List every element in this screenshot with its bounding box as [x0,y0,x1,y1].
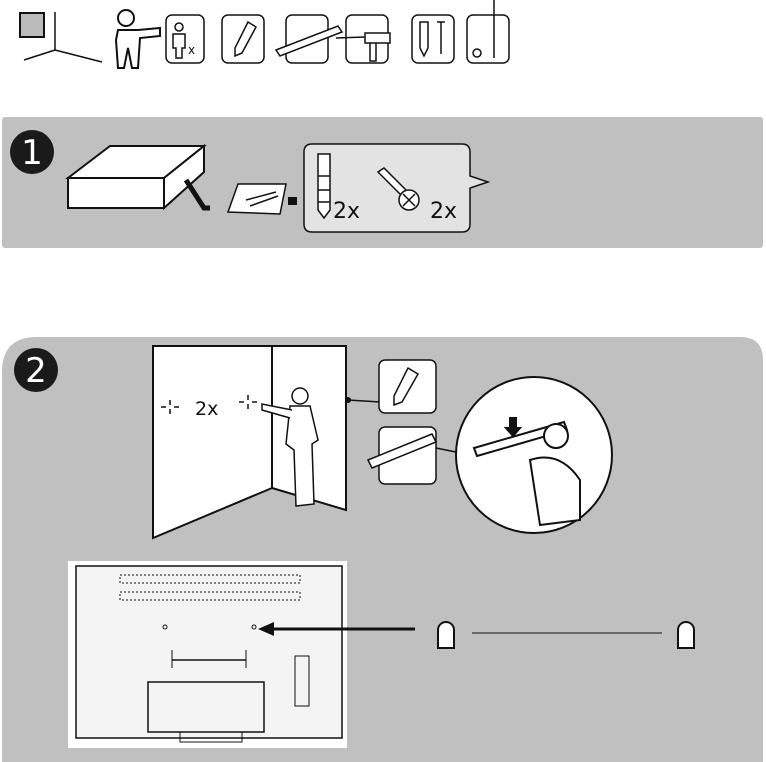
drill-icon [335,14,391,64]
persons-count-label: x [188,43,195,57]
person-icon [114,9,161,69]
wall-corner-icon [19,12,103,63]
tools-row: x [19,0,510,69]
two-persons-icon [165,14,205,64]
wall-icon [152,345,347,540]
screw-icon [376,167,420,211]
arrow-to-mount-holes [258,622,415,636]
pointer-dot [345,397,351,403]
spirit-level-icon-step2 [366,426,438,485]
plug-count: 2x [333,199,360,224]
person-marking-wall [261,387,319,507]
pencil-icon-step2 [378,359,437,414]
drill-mark-icons [161,395,257,414]
pointer-line-2 [435,447,457,453]
pointer-line [347,399,381,403]
step2-number: 2 [25,351,47,391]
wall-plugs-icon [411,14,455,64]
keyhole-slot-icons [437,621,695,649]
accessory-bag-icon [226,183,287,215]
step1-number: 1 [21,133,43,173]
mark-count: 2x [195,398,218,420]
step1-badge [10,130,54,174]
pencil-icon [221,14,265,64]
screwdriver-icon [466,0,510,64]
spirit-level-icon [274,14,344,64]
connector [288,197,297,205]
level-detail-circle [455,376,613,534]
screw-count: 2x [430,199,457,224]
step2-badge [14,348,58,392]
tv-back-image [68,561,347,748]
wall-plug-icon [317,153,331,220]
box-icon [65,143,210,211]
